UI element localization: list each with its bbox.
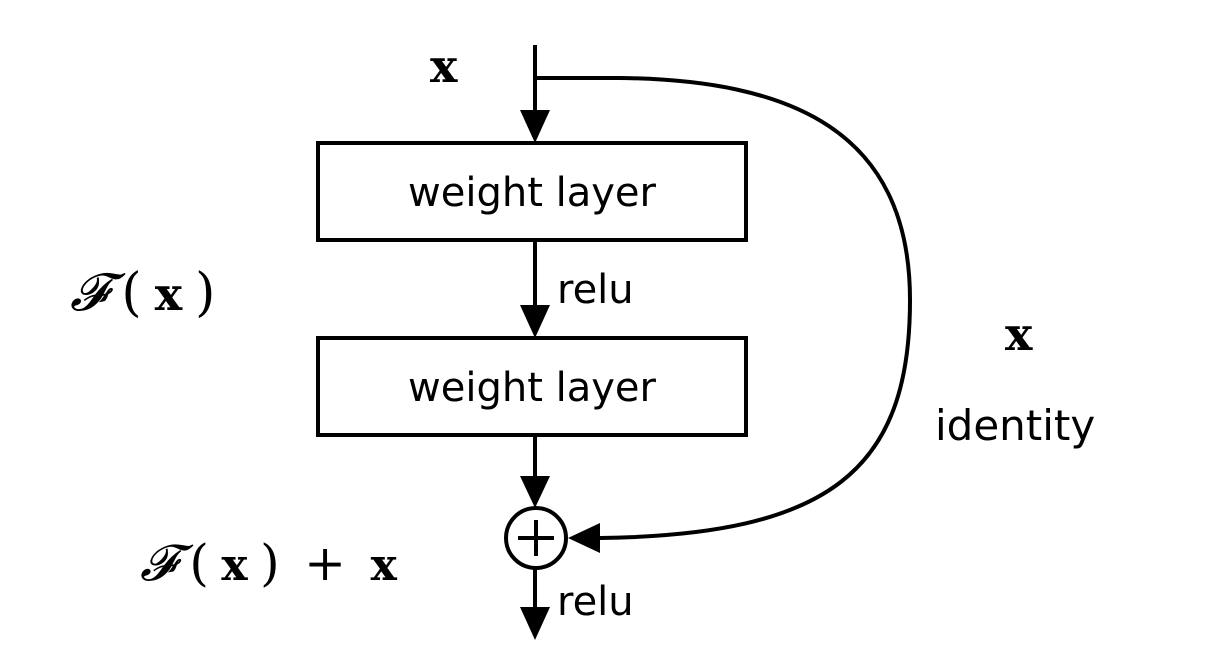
to-sum-arrowhead [520,476,550,508]
relu-mid-label: relu [557,267,634,313]
output-arrowhead [520,607,550,640]
sum-x-symbol: x [221,540,248,591]
shortcut-x-label: x [1005,307,1033,361]
identity-label: identity [935,401,1095,450]
sum-close-paren: ) [260,534,280,592]
sum-output-label: 𝓕 ( x ) + x [140,534,398,592]
residual-F-symbol: 𝓕 [70,263,126,323]
sum-open-paren: ( [189,534,209,592]
weight-layer-box-2 [316,336,748,437]
sum-x2-symbol: x [371,540,398,591]
input-arrowhead [520,110,550,143]
identity-shortcut-arrowhead [568,523,600,553]
weight-layer-box-1 [316,141,748,242]
weight-layer-1-label: weight layer [408,170,656,216]
residual-open-paren: ( [121,263,141,323]
residual-close-paren: ) [195,263,215,323]
sum-F-symbol: 𝓕 [140,534,194,592]
input-x-label: x [430,39,458,93]
sum-plus-symbol: + [304,534,346,592]
relu-mid-arrowhead [520,305,550,338]
relu-out-label: relu [557,579,634,625]
weight-layer-2-label: weight layer [408,365,656,411]
identity-shortcut-curve [535,76,913,540]
residual-function-label: 𝓕 ( x ) [70,263,215,323]
residual-x-symbol: x [155,267,183,321]
